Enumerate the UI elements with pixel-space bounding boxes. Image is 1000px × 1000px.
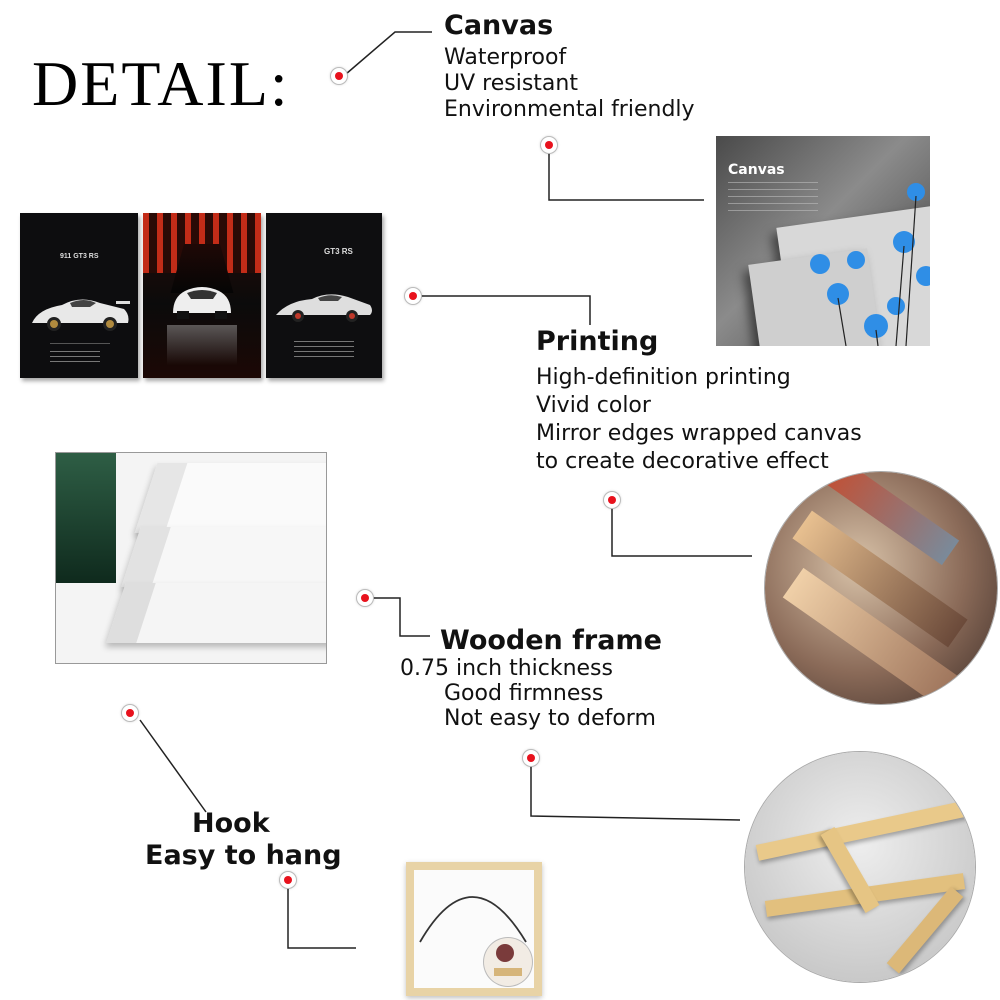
mirror-edge-photo <box>765 472 997 704</box>
white-car-side-image <box>276 294 372 322</box>
poster-model-label: 911 GT3 RS <box>60 253 99 260</box>
wooden-frame-feature: Not easy to deform <box>444 706 656 731</box>
wood-bar <box>886 886 964 974</box>
marker-dot <box>357 590 373 606</box>
poster-model-label: GT3 RS <box>324 247 353 256</box>
blue-flowers-image <box>810 183 930 346</box>
canvas-feature: Waterproof <box>444 45 567 70</box>
marker-dot <box>541 137 557 153</box>
marker-dot <box>405 288 421 304</box>
printing-features: High-definition printing Vivid color Mir… <box>536 364 862 476</box>
car-reflection <box>167 325 237 365</box>
marker-dot <box>280 872 296 888</box>
detail-title: DETAIL: <box>32 48 290 119</box>
hook-icon <box>496 944 514 962</box>
printing-feature: to create decorative effect <box>536 449 829 474</box>
white-frame <box>121 527 326 587</box>
spec-lines <box>50 351 100 365</box>
printing-connector <box>420 295 591 325</box>
canvas-heading: Canvas <box>444 10 554 41</box>
product-poster: GT3 RS <box>266 213 382 378</box>
printing-feature: High-definition printing <box>536 365 791 390</box>
wood-bar <box>755 799 975 861</box>
screws-icon <box>494 968 522 976</box>
marker-dot <box>331 68 347 84</box>
wooden-frame-heading: Wooden frame <box>440 625 662 656</box>
canvas-sample-text-lines <box>728 182 818 212</box>
canvas-section: Canvas Waterproof UV resistant Environme… <box>444 12 695 123</box>
canvas-feature: UV resistant <box>444 71 578 96</box>
wooden-frame-photo-connector <box>530 763 741 821</box>
canvas-feature: Environmental friendly <box>444 97 695 122</box>
white-frame <box>134 463 326 533</box>
white-car-image <box>32 299 130 331</box>
canvas-sample-title: Canvas <box>728 162 785 178</box>
printing-heading: Printing <box>536 326 659 357</box>
marker-dot <box>122 705 138 721</box>
hook-photo <box>384 858 554 996</box>
canvas-connector <box>345 31 432 75</box>
wooden-frame-photo <box>745 752 975 982</box>
spec-lines <box>294 341 354 357</box>
white-frame <box>106 583 326 643</box>
wooden-frame-feature: Good firmness <box>444 681 604 706</box>
product-poster <box>143 213 261 378</box>
hook-photo-connector <box>287 885 356 949</box>
canvas-sample-photo: Canvas <box>716 136 930 346</box>
spec-divider <box>50 343 110 344</box>
hook-subheading: Easy to hang <box>145 840 342 871</box>
white-car-front-image <box>173 287 231 319</box>
wooden-frame-connector <box>370 597 430 637</box>
printing-section: Printing High-definition printing Vivid … <box>536 328 862 476</box>
hanging-wire-icon <box>419 896 527 943</box>
marker-dot <box>523 750 539 766</box>
printing-feature: Vivid color <box>536 393 651 418</box>
product-poster: 911 GT3 RS <box>20 213 138 378</box>
printing-feature: Mirror edges wrapped canvas <box>536 421 862 446</box>
marker-dot <box>604 492 620 508</box>
canvas-features: Waterproof UV resistant Environmental fr… <box>444 45 695 123</box>
wooden-frame-features: 0.75 inch thickness Good firmness Not ea… <box>400 656 656 731</box>
hook-connector <box>139 719 207 813</box>
wooden-frame-feature: 0.75 inch thickness <box>400 656 613 681</box>
hook-closeup <box>484 938 532 986</box>
hook-heading: Hook <box>192 808 270 839</box>
green-background <box>56 453 116 583</box>
canvas-photo-connector <box>548 150 704 201</box>
stacked-canvas-photo <box>55 452 327 664</box>
printing-photo-connector <box>611 505 752 557</box>
